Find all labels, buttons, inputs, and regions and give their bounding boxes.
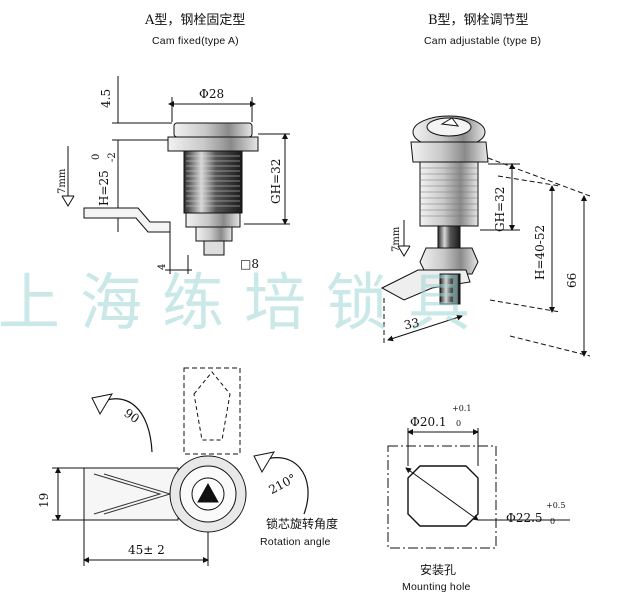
mount-d2-lower: 0 (550, 517, 556, 526)
type-a-title-cn: A型，钢栓固定型 (145, 13, 246, 28)
dim-a-bottom: 4 (157, 263, 168, 270)
mount-d1-upper: +0.1 (452, 404, 472, 413)
dim-a-h-tol-upper: 0 (91, 153, 102, 160)
type-b-title-cn: B型，钢栓调节型 (428, 13, 529, 28)
type-b-drawing (380, 115, 591, 357)
dim-a-cam: 7mm (57, 168, 68, 194)
dim-b-length: 66 (565, 272, 579, 288)
dim-a-diameter: Φ28 (199, 87, 225, 101)
dim-a-gh32: GH=32 (269, 158, 283, 204)
mount-d1-lower: 0 (456, 419, 462, 428)
dim-rotation-length: 45± 2 (128, 543, 165, 557)
dim-b-h: H=40-52 (533, 224, 547, 280)
mount-d2-upper: +0.5 (546, 501, 566, 510)
dim-b-cam: 7mm (391, 226, 402, 252)
dim-b-gh32: GH=32 (493, 186, 507, 232)
mount-d1: Φ20.1 (410, 415, 447, 429)
rotation-label-en: Rotation angle (260, 536, 331, 548)
watermark: 上海练培锁具 (0, 266, 491, 339)
dim-a-h-tol-lower: -2 (107, 152, 118, 162)
dim-rotation-width: 19 (37, 492, 51, 508)
mount-d2: Φ22.5 (506, 511, 543, 525)
mount-label-en: Mounting hole (402, 581, 471, 593)
dim-b-cam-length: 33 (402, 315, 421, 333)
type-b-title-en: Cam adjustable (type B) (424, 35, 542, 47)
mounting-hole-drawing (387, 428, 570, 549)
dim-a-square: □8 (240, 257, 259, 271)
rotation-label-cn: 锁芯旋转角度 (266, 517, 339, 531)
dim-a-h: H=25 (97, 170, 111, 206)
mount-label-cn: 安装孔 (420, 563, 457, 577)
type-a-drawing (61, 76, 290, 274)
type-a-title-en: Cam fixed(type A) (152, 35, 239, 47)
dim-a-head-height: 4.5 (99, 88, 113, 108)
rotation-drawing (52, 367, 309, 566)
